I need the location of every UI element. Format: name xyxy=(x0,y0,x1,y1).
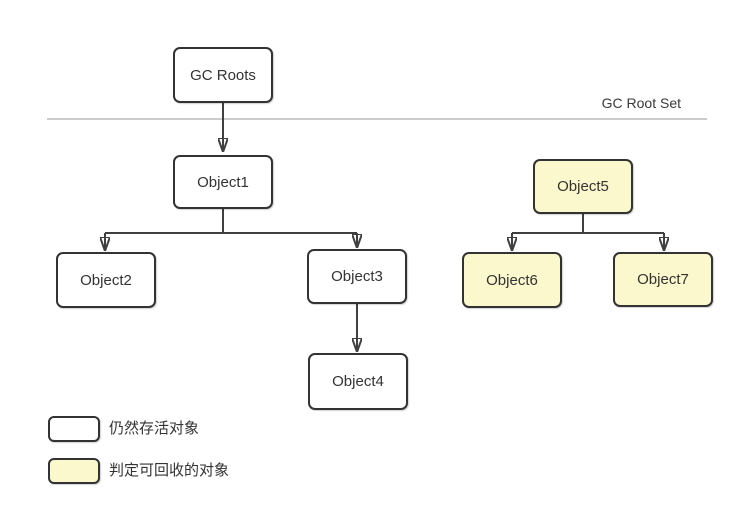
legend-item-recyclable: 判定可回收的对象 xyxy=(48,458,229,484)
legend-swatch-recyclable xyxy=(48,458,100,484)
node-object1-label: Object1 xyxy=(197,173,249,191)
legend-swatch-alive xyxy=(48,416,100,442)
node-object5: Object5 xyxy=(533,159,633,214)
node-object1: Object1 xyxy=(173,155,273,209)
legend-label-recyclable: 判定可回收的对象 xyxy=(109,462,230,479)
legend-item-alive: 仍然存活对象 xyxy=(48,416,199,442)
node-gc-roots: GC Roots xyxy=(173,47,273,103)
node-object6: Object6 xyxy=(462,252,562,308)
node-gc-roots-label: GC Roots xyxy=(190,66,256,84)
node-object3: Object3 xyxy=(307,249,407,304)
gc-root-set-label: GC Root Set xyxy=(601,95,681,111)
node-object4: Object4 xyxy=(308,353,408,410)
node-object7: Object7 xyxy=(613,252,713,307)
node-object6-label: Object6 xyxy=(486,271,538,289)
node-object4-label: Object4 xyxy=(332,373,384,390)
node-object7-label: Object7 xyxy=(637,271,689,288)
node-object5-label: Object5 xyxy=(557,178,609,195)
legend-label-alive: 仍然存活对象 xyxy=(109,420,200,437)
node-object2-label: Object2 xyxy=(80,271,132,289)
node-object3-label: Object3 xyxy=(331,268,383,285)
node-object2: Object2 xyxy=(56,252,156,308)
